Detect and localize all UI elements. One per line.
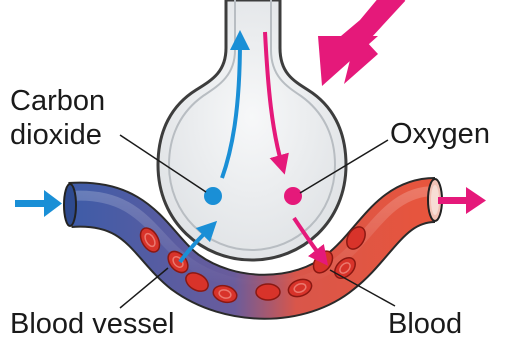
- blood-label: Blood: [388, 307, 462, 341]
- blue-right-arrow-icon: [15, 190, 62, 217]
- large-magenta-arrow-icon: [318, 0, 400, 86]
- carbon-dioxide-label-line2: dioxide: [10, 118, 105, 152]
- oxygen-label: Oxygen: [390, 117, 490, 151]
- carbon-dioxide-molecule: [204, 187, 222, 205]
- oxygen-molecule: [284, 187, 302, 205]
- magenta-right-arrow-icon: [438, 187, 486, 214]
- blood-vessel-leader-line: [120, 268, 168, 308]
- carbon-dioxide-label-line1: Carbon: [10, 84, 105, 118]
- blood-vessel-label: Blood vessel: [10, 307, 174, 341]
- carbon-dioxide-label: Carbon dioxide: [10, 84, 105, 152]
- alveolus: [158, 0, 346, 260]
- vessel-left-opening: [64, 184, 76, 226]
- red-blood-cell: [256, 284, 280, 300]
